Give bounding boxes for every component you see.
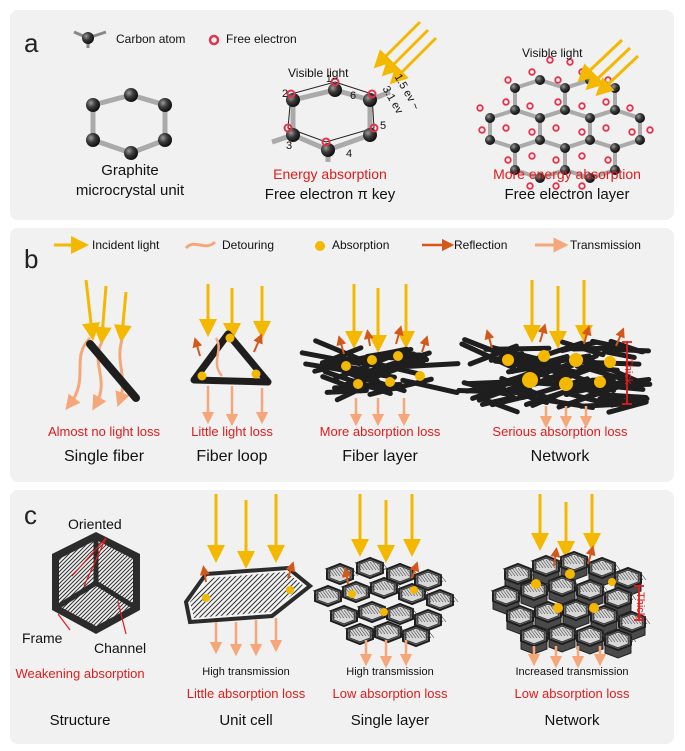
structure-label: Structure: [49, 712, 111, 729]
panel-b-graphics: [54, 236, 653, 429]
network-loss-b: Serious absorption loss: [492, 424, 628, 439]
atom-number-2: 2: [282, 88, 289, 100]
single-layer-label: Single layer: [350, 712, 430, 729]
unit-cell-loss: Little absorption loss: [186, 686, 306, 701]
panel-c: c: [10, 490, 674, 744]
oriented-label: Oriented: [68, 516, 122, 532]
free-electron-layer-caption: Free electron layer: [504, 186, 630, 203]
visible-light-arrows-a2: [373, 20, 438, 85]
free-electron-layer-icon: [488, 77, 642, 181]
thick-bracket-b: [622, 341, 632, 405]
graphite-hexagon-icon: [90, 92, 168, 156]
panel-label-c: c: [24, 500, 37, 530]
single-fiber-loss: Almost no light loss: [48, 424, 160, 439]
fiber-loop-loss: Little light loss: [191, 424, 273, 439]
panel-c-graphics: [52, 494, 651, 669]
panel-label-b: b: [24, 244, 39, 274]
panel-a: a: [10, 10, 674, 220]
graphite-subtitle: microcrystal unit: [75, 182, 185, 199]
legend-incident-light: Incident light: [92, 238, 160, 252]
legend-transmission: Transmission: [570, 238, 641, 252]
legend-absorption: Absorption: [332, 238, 390, 252]
single-fiber-illustration: [65, 279, 140, 411]
visible-light-label-a3: Visible light: [522, 46, 583, 60]
unit-cell-label: Unit cell: [219, 712, 273, 729]
energy-absorption-caption: Energy absorption: [273, 166, 387, 182]
carbon-atom-legend-icon: [73, 30, 107, 48]
fiber-loop-label: Fiber loop: [196, 448, 268, 465]
fiber-layer-illustration: [299, 284, 461, 427]
thick-label-b: Thick: [622, 358, 634, 385]
unit-cell-illustration: [183, 494, 314, 657]
atom-number-1: 1: [326, 74, 332, 85]
legend-carbon-atom: Carbon atom: [116, 32, 186, 46]
atom-number-3: 3: [286, 140, 293, 152]
single-layer-illustration: [312, 494, 459, 669]
structure-red-line: Weakening absorption: [15, 666, 145, 681]
pi-key-hexagon-icon: [271, 77, 391, 162]
single-layer-loss: Low absorption loss: [332, 686, 448, 701]
channel-label: Channel: [94, 640, 147, 656]
atom-number-6: 6: [350, 90, 357, 102]
panel-a-graphics: [73, 20, 654, 190]
network-loss-c: Low absorption loss: [514, 686, 630, 701]
legend-free-electron: Free electron: [226, 32, 297, 46]
graphite-carbon-atoms: [86, 88, 172, 160]
frame-label: Frame: [22, 630, 63, 646]
more-energy-absorption-caption: More energy absorption: [493, 166, 641, 182]
absorption-legend-icon: [315, 241, 325, 251]
legend-reflection: Reflection: [454, 238, 508, 252]
network-illustration-c: [490, 494, 651, 669]
thick-bracket-c: [634, 585, 644, 621]
unit-cell-note: High transmission: [202, 666, 290, 678]
single-layer-note: High transmission: [346, 666, 434, 678]
visible-light-arrows-a3: [577, 38, 640, 97]
network-label-b: Network: [530, 448, 590, 465]
fiber-layer-label: Fiber layer: [342, 448, 418, 465]
panel-label-a: a: [24, 28, 39, 58]
network-illustration-b: [456, 280, 653, 429]
atom-number-5: 5: [380, 120, 387, 132]
visible-light-label-a2: Visible light: [288, 66, 349, 80]
network-label-c: Network: [544, 712, 600, 729]
graphite-title: Graphite: [101, 162, 159, 179]
atom-number-4: 4: [346, 148, 353, 160]
free-electron-legend-icon: [208, 34, 220, 46]
detouring-legend-icon: [184, 240, 217, 250]
pi-key-caption: Free electron π key: [264, 186, 396, 203]
free-electron-layer-atoms: [476, 56, 654, 190]
thick-label-c: Thick: [634, 592, 646, 619]
legend-detouring: Detouring: [222, 238, 275, 252]
single-fiber-label: Single fiber: [63, 448, 145, 465]
network-note-c: Increased transmission: [515, 666, 629, 678]
fiber-loop-illustration: [190, 284, 272, 427]
panel-b: b: [10, 228, 674, 482]
fiber-layer-loss: More absorption loss: [319, 424, 441, 439]
structure-hexagon-illustration: [52, 532, 140, 635]
